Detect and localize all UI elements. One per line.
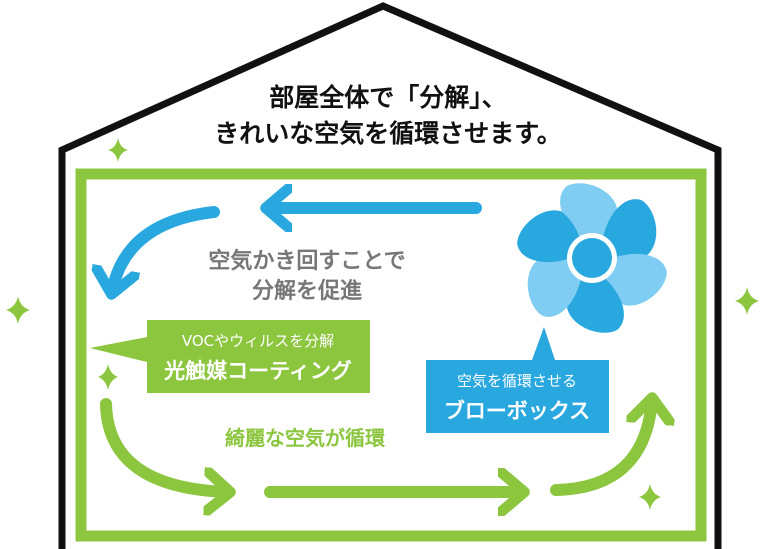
coating-callout-bubble: [90, 320, 370, 393]
blower-callout-bubble: [426, 327, 609, 433]
title-line-2: きれいな空気を循環させます。: [214, 119, 562, 148]
circulation-label-line-1: 空気かき回すことで: [208, 248, 405, 274]
coating-callout-main: 光触媒コーティング: [163, 359, 352, 383]
fan-blade: [517, 210, 584, 263]
sparkle-icon: [108, 138, 128, 162]
sparkle-icon: [6, 296, 30, 324]
green-arrow-right-curve: [550, 400, 652, 496]
photocatalyst-coating-callout: VOCやウィルスを分解 光触媒コーティング: [90, 320, 370, 393]
fan-blade: [527, 257, 584, 317]
green-arrow-left-curve: [100, 398, 228, 492]
house-outline: [58, 2, 722, 549]
blower-callout-sub: 空気を循環させる: [457, 372, 577, 390]
clean-air-label: 綺麗な空気が循環: [225, 426, 386, 450]
sparkle-icons: [6, 138, 759, 510]
fan-icon: [517, 183, 667, 333]
title-line-1: 部屋全体で「分解」、: [269, 83, 507, 112]
sparkle-icon: [639, 484, 661, 510]
room-frame: [75, 168, 707, 542]
blower-callout-main: ブローボックス: [444, 399, 590, 423]
sparkle-icon: [98, 364, 118, 390]
blue-arrow-curve: [112, 206, 220, 292]
fan-blade: [600, 253, 667, 306]
coating-callout-sub: VOCやウィルスを分解: [182, 332, 334, 350]
circulation-label-line-2: 分解を促進: [252, 278, 362, 304]
fan-blade: [567, 268, 624, 333]
fan-hub: [572, 238, 612, 278]
fan-blade: [600, 199, 657, 259]
sparkle-icon: [735, 287, 759, 315]
blow-box-callout: 空気を循環させる ブローボックス: [426, 327, 609, 433]
